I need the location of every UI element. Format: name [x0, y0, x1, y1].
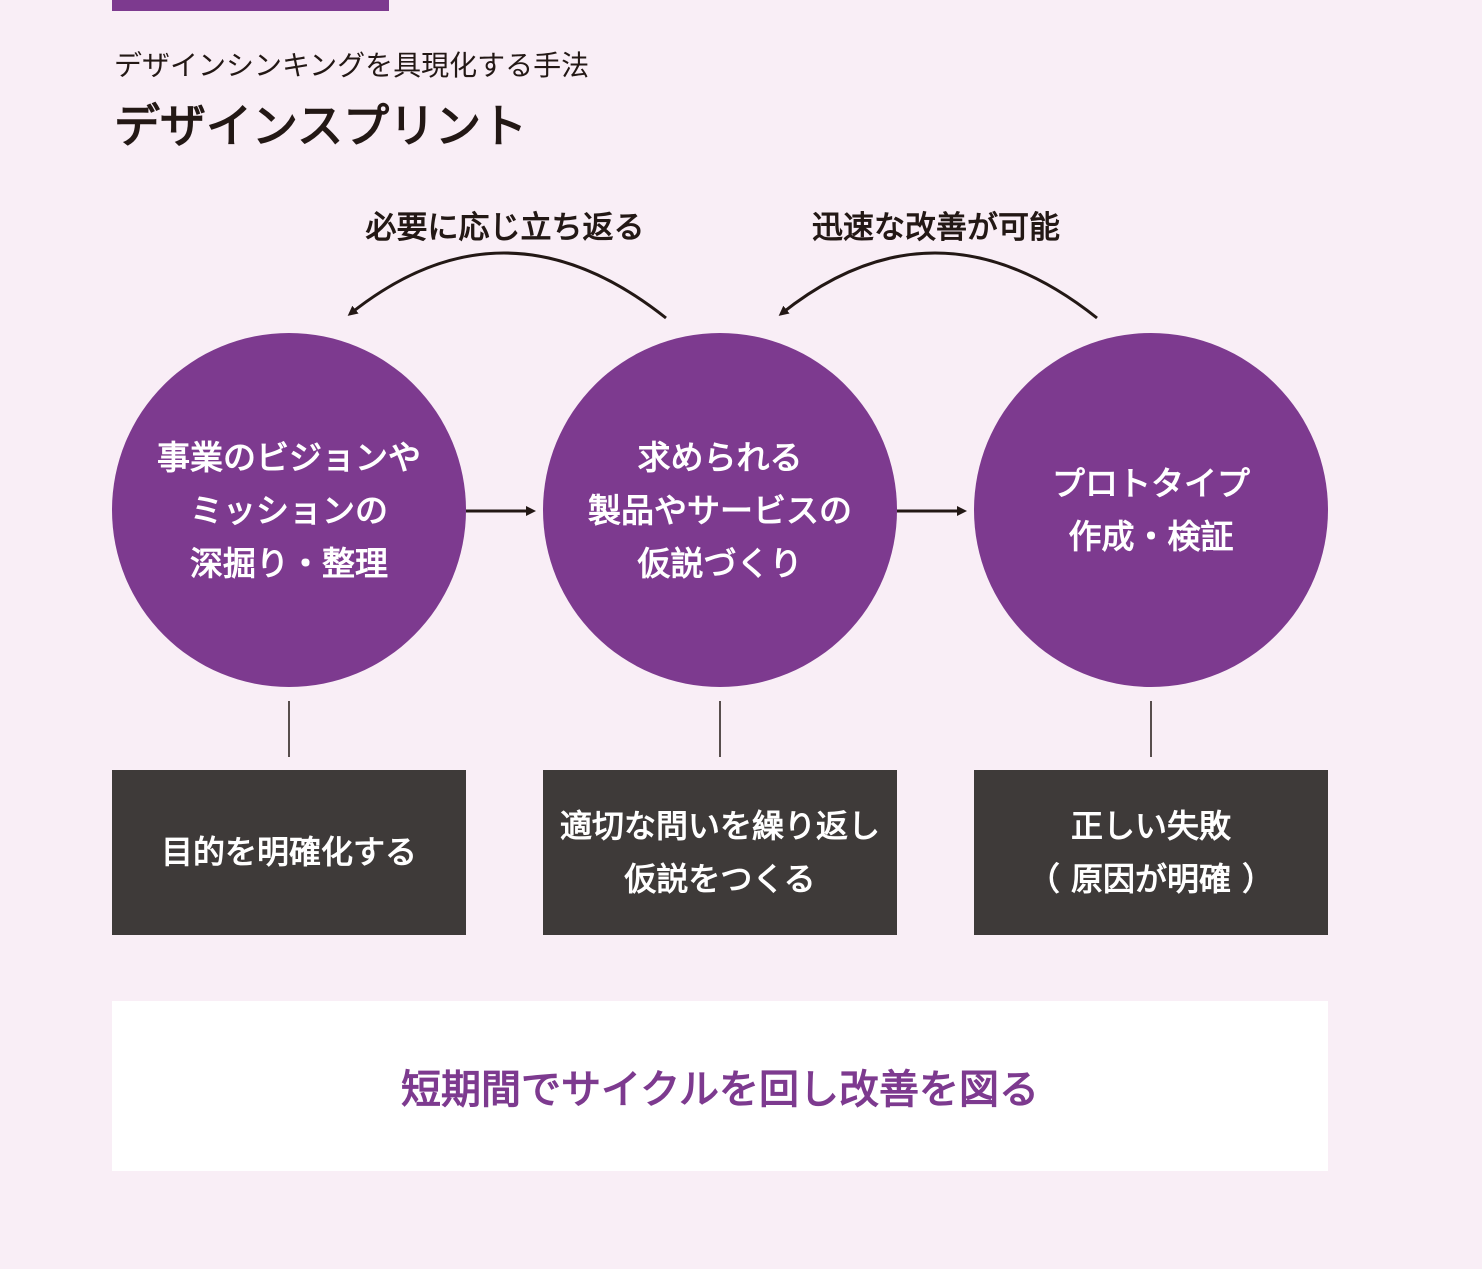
step-text: 作成・検証	[1068, 517, 1234, 556]
outcome-text: 適切な問いを繰り返し	[559, 806, 880, 845]
outcome-text: 正しい失敗	[1070, 806, 1231, 845]
outcome-text: 目的を明確化する	[160, 833, 417, 871]
outcome-text: 仮説をつくる	[624, 859, 816, 898]
summary-text: 短期間でサイクルを回し改善を図る	[401, 1067, 1039, 1113]
step-text: ミッションの	[190, 490, 388, 530]
step-text: 製品やサービスの	[588, 490, 852, 530]
loop-arrow-2	[778, 251, 1098, 320]
loop-label-rapid-improvement: 迅速な改善が可能	[812, 210, 1060, 246]
loop-arrow-1	[347, 251, 667, 320]
outcome-box-purpose: 目的を明確化する	[112, 770, 466, 935]
step-text: 求められる	[637, 437, 803, 477]
outcome-text: （ 原因が明確 ）	[1027, 859, 1275, 898]
page-title: デザインスプリント	[114, 99, 528, 153]
accent-bar	[112, 0, 389, 11]
step-circle-vision: 事業のビジョンや ミッションの 深掘り・整理	[112, 333, 466, 687]
summary-box: 短期間でサイクルを回し改善を図る	[112, 1001, 1328, 1171]
page-subtitle: デザインシンキングを具現化する手法	[114, 49, 590, 82]
step-circle-prototype: プロトタイプ 作成・検証	[974, 333, 1328, 687]
loop-label-revisit: 必要に応じ立ち返る	[365, 210, 645, 246]
outcome-box-failure: 正しい失敗 （ 原因が明確 ）	[974, 770, 1328, 935]
step-circle-hypothesis: 求められる 製品やサービスの 仮説づくり	[543, 333, 897, 687]
outcome-box-questions: 適切な問いを繰り返し 仮説をつくる	[543, 770, 897, 935]
step-text: 深掘り・整理	[190, 543, 388, 583]
step-text: 事業のビジョンや	[157, 437, 421, 477]
step-text: 仮説づくり	[637, 543, 803, 583]
step-text: プロトタイプ	[1052, 464, 1250, 503]
